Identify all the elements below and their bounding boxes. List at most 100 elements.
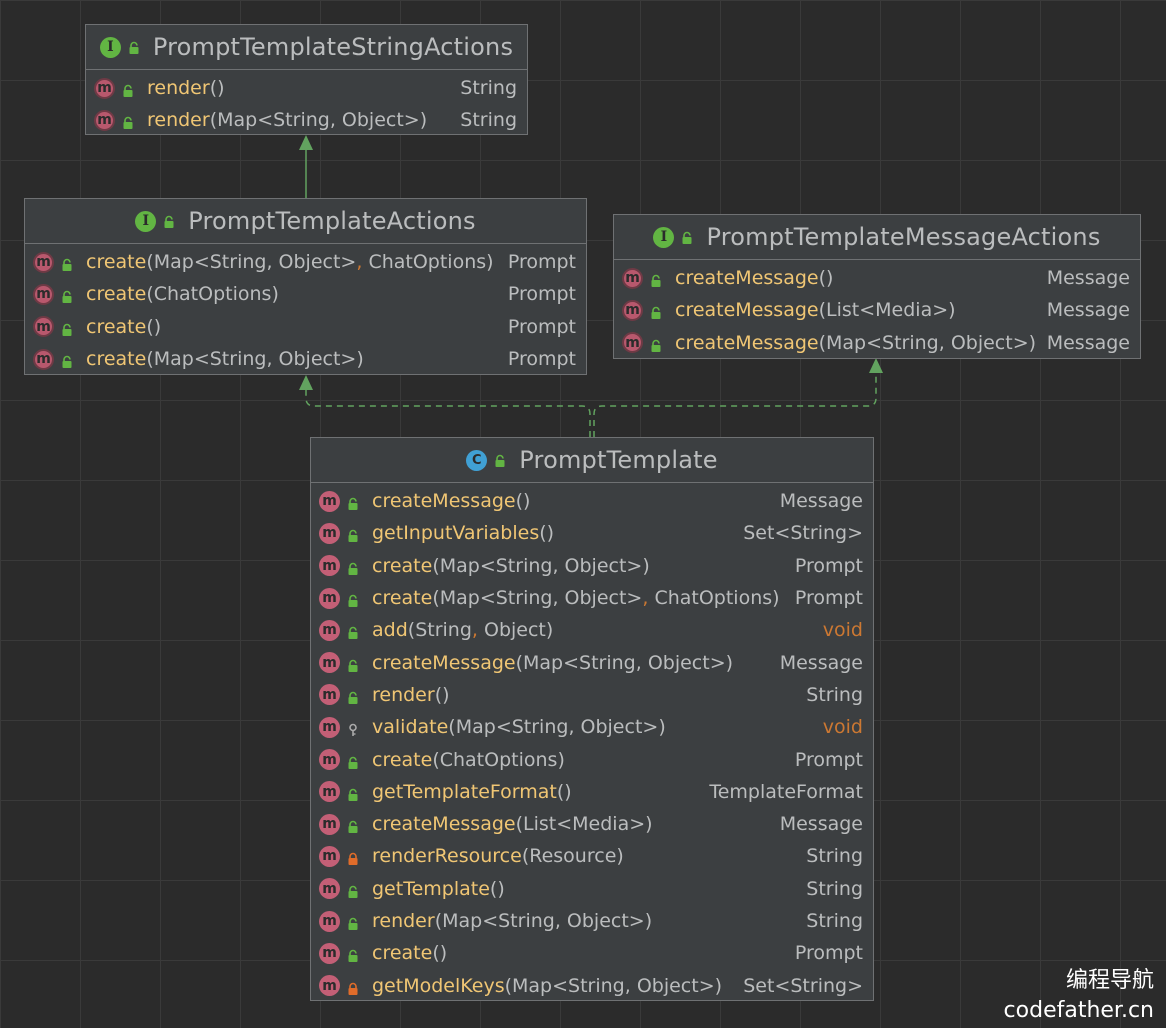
method-name: getTemplate [372,877,490,900]
param-type: Map<String, Object> [153,348,357,371]
return-type: String [460,109,517,132]
method-params: (Map<String, Object>) [448,716,666,739]
method-params: (Resource) [521,845,624,868]
abstract-method-icon: m [33,251,54,273]
method-name: getModelKeys [372,974,505,997]
method-icon: m [319,845,340,867]
watermark-line1: 编程导航 [1065,968,1154,993]
public-lock-icon [127,40,141,54]
method-params: () [146,315,162,338]
public-lock-icon [60,320,74,336]
method-params: (List<Media>) [515,813,653,836]
public-lock-icon [346,914,360,930]
method-icon: m [319,878,340,900]
watermark-line2: codefather.cn [1003,998,1154,1023]
public-lock-icon [346,882,360,898]
method-icon: m [319,587,340,609]
param-separator: , [356,251,369,274]
class-icon: C [466,449,488,471]
public-lock-icon [680,230,694,244]
realization-arrowhead [869,358,883,373]
method-icon: m [319,619,340,641]
abstract-method-icon: m [94,109,115,131]
method-params: (Map<String, Object>) [146,348,364,371]
param-type: Object [483,619,546,642]
abstract-method-icon: m [622,267,643,289]
method-icon: m [319,975,340,997]
interface-icon: I [653,226,675,248]
method-row[interactable]: m getTemplate() String [311,873,873,905]
return-type: TemplateFormat [709,780,863,803]
method-params: (List<Media>) [818,299,956,322]
method-params: (Map<String, Object>) [504,974,723,997]
return-type: Prompt [794,554,863,577]
param-type: Map<String, Object> [826,331,1029,354]
class-name: PromptTemplateMessageActions [706,223,1101,251]
class-name: PromptTemplateActions [188,207,476,235]
return-type: Message [779,651,863,674]
return-type: Message [1046,331,1130,354]
public-lock-icon [346,817,360,834]
return-type: Prompt [507,251,576,274]
public-lock-icon [346,526,360,543]
public-lock-icon [346,494,360,511]
public-lock-icon [346,946,360,963]
method-icon: m [319,942,340,964]
method-name: create [86,251,147,274]
public-lock-icon [162,214,176,228]
package-key-icon [346,720,360,737]
return-type: String [806,877,863,900]
method-params: () [434,683,450,706]
public-lock-icon [346,753,360,769]
interface-icon: I [135,210,157,232]
method-name: create [86,283,147,306]
public-lock-icon [60,255,74,272]
method-params: () [432,942,448,965]
method-params: () [489,877,505,900]
method-params: () [515,490,531,513]
method-name: createMessage [675,267,819,290]
method-name: create [372,587,433,610]
public-lock-icon [649,271,663,288]
param-type: Map<String, Object> [439,587,643,610]
method-icon: m [319,522,340,544]
class-header: I PromptTemplateMessageActions [614,215,1140,260]
method-name: createMessage [675,331,819,354]
return-type: Prompt [507,315,576,338]
private-lock-icon [346,849,360,866]
extends-edge [299,135,313,198]
method-name: renderResource [372,845,522,868]
method-name: getInputVariables [372,522,540,545]
